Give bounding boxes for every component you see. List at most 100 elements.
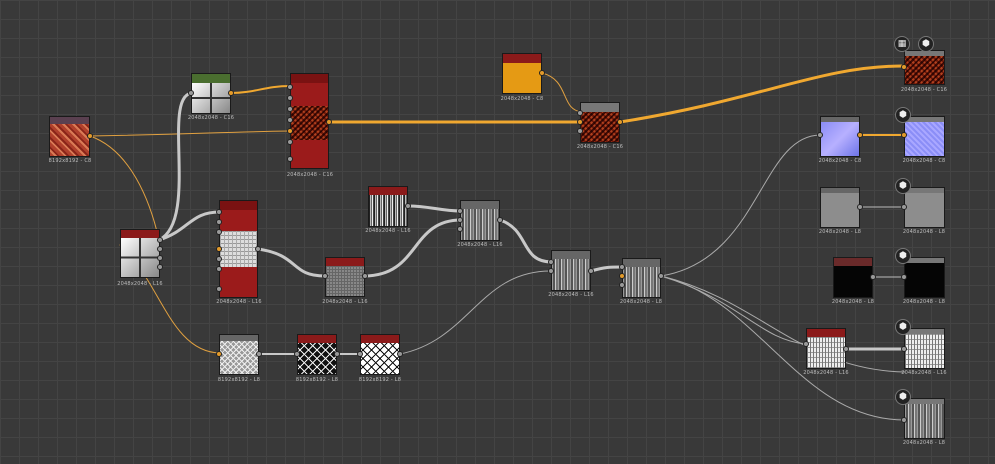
output-pin[interactable]: [658, 273, 664, 279]
input-pin[interactable]: [216, 266, 222, 272]
input-pin[interactable]: [803, 341, 809, 347]
output-pin[interactable]: [843, 346, 849, 352]
input-pin[interactable]: [287, 95, 293, 101]
node-header: [821, 117, 859, 122]
input-pin[interactable]: [188, 90, 194, 96]
input-pin[interactable]: [287, 156, 293, 162]
output-node[interactable]: [904, 328, 945, 369]
texture-node[interactable]: [219, 334, 259, 375]
output-pin[interactable]: [326, 119, 332, 125]
output-pin[interactable]: [617, 119, 623, 125]
output-pin[interactable]: [362, 273, 368, 279]
texture-node[interactable]: [833, 257, 873, 298]
node-preview: [905, 404, 944, 438]
output-pin[interactable]: [255, 246, 261, 252]
input-pin[interactable]: [577, 110, 583, 116]
input-pin[interactable]: [216, 209, 222, 215]
input-pin[interactable]: [216, 246, 222, 252]
input-pin[interactable]: [577, 119, 583, 125]
input-pin[interactable]: [216, 256, 222, 262]
output-node[interactable]: [904, 50, 945, 85]
texture-node[interactable]: [368, 186, 408, 227]
input-pin[interactable]: [287, 139, 293, 145]
output-pin[interactable]: [157, 246, 163, 252]
output-pin[interactable]: [228, 90, 234, 96]
node-preview: [50, 124, 89, 156]
input-pin[interactable]: [357, 351, 363, 357]
output-pin[interactable]: [539, 70, 545, 76]
input-pin[interactable]: [548, 268, 554, 274]
texture-node[interactable]: [460, 200, 500, 241]
output-pin[interactable]: [157, 237, 163, 243]
input-pin[interactable]: [619, 264, 625, 270]
input-pin[interactable]: [216, 219, 222, 225]
input-pin[interactable]: [901, 417, 907, 423]
output-pin[interactable]: [497, 217, 503, 223]
node-header: [821, 188, 859, 193]
input-pin[interactable]: [901, 64, 907, 70]
node-label: 2048x2048 - L8: [902, 440, 946, 446]
output-node[interactable]: [904, 398, 945, 439]
output-pin[interactable]: [397, 351, 403, 357]
texture-node[interactable]: [580, 102, 620, 143]
input-pin[interactable]: [457, 208, 463, 214]
input-pin[interactable]: [216, 229, 222, 235]
texture-node[interactable]: [820, 116, 860, 157]
input-pin[interactable]: [287, 84, 293, 90]
node-label: 2048x2048 - L16: [548, 292, 594, 298]
input-pin[interactable]: [817, 132, 823, 138]
output-pin[interactable]: [87, 133, 93, 139]
node-preview: [905, 263, 944, 297]
input-pin[interactable]: [577, 128, 583, 134]
wire: [618, 64, 905, 124]
input-pin[interactable]: [901, 346, 907, 352]
input-pin[interactable]: [619, 282, 625, 288]
input-pin[interactable]: [322, 273, 328, 279]
node-label: 2048x2048 - L16: [901, 370, 947, 376]
output-pin[interactable]: [857, 204, 863, 210]
node-label: 2048x2048 - C8: [500, 96, 544, 102]
texture-node[interactable]: [325, 257, 365, 297]
output-pin[interactable]: [405, 203, 411, 209]
input-pin[interactable]: [287, 128, 293, 134]
color-node[interactable]: [502, 53, 542, 94]
texture-node[interactable]: [551, 250, 591, 291]
output-node[interactable]: [904, 257, 945, 298]
output-pin[interactable]: [157, 264, 163, 270]
output-pin[interactable]: [256, 351, 262, 357]
node-preview: [552, 259, 590, 290]
texture-node[interactable]: [622, 258, 661, 298]
output-pin[interactable]: [157, 255, 163, 261]
texture-node[interactable]: [191, 73, 231, 114]
input-pin[interactable]: [216, 286, 222, 292]
input-pin[interactable]: [457, 217, 463, 223]
input-pin[interactable]: [457, 226, 463, 232]
texture-node[interactable]: [820, 187, 860, 228]
input-pin[interactable]: [294, 351, 300, 357]
texture-node[interactable]: [120, 229, 160, 278]
input-pin[interactable]: [901, 132, 907, 138]
output-pin[interactable]: [334, 351, 340, 357]
input-pin[interactable]: [901, 204, 907, 210]
blend-node[interactable]: [290, 73, 329, 169]
output-pin[interactable]: [588, 268, 594, 274]
node-preview: [192, 83, 230, 113]
output-pin[interactable]: [857, 132, 863, 138]
input-pin[interactable]: [548, 259, 554, 265]
input-pin[interactable]: [287, 117, 293, 123]
blend-node[interactable]: [219, 200, 258, 298]
input-pin[interactable]: [619, 273, 625, 279]
texture-node[interactable]: [297, 334, 337, 375]
cube-icon: ⬢: [918, 36, 934, 52]
output-node[interactable]: [904, 116, 945, 157]
input-pin[interactable]: [216, 351, 222, 357]
output-node[interactable]: [904, 187, 945, 228]
texture-node[interactable]: [806, 328, 846, 369]
input-pin[interactable]: [287, 106, 293, 112]
input-pin[interactable]: [901, 274, 907, 280]
output-pin[interactable]: [870, 274, 876, 280]
texture-node[interactable]: [360, 334, 400, 375]
node-preview: [326, 266, 364, 296]
texture-node[interactable]: [49, 116, 90, 157]
